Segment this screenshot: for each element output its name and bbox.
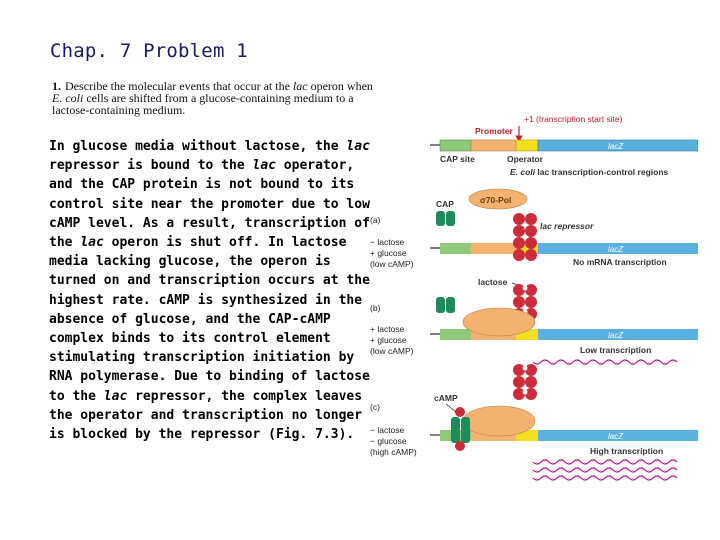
panel-c: (c) − lactose − glucose (high cAMP) cAMP…	[370, 364, 698, 481]
question-part: cells are shifted from a glucose-contain…	[52, 91, 354, 117]
lactose-label: lactose	[478, 277, 508, 287]
start-site-label: +1 (transcription start site)	[524, 114, 623, 124]
lacz-box	[538, 329, 698, 340]
panel-a-cond1: − lactose	[370, 237, 405, 247]
cap-protein	[446, 211, 455, 226]
cap-protein	[436, 297, 445, 313]
panel-b-cond3: (low cAMP)	[370, 346, 414, 356]
lacz-label: lacZ	[608, 331, 624, 340]
rna-polymerase	[462, 307, 536, 337]
promoter-label: Promoter	[475, 126, 513, 136]
promoter-box	[470, 139, 517, 152]
slide-title: Chap. 7 Problem 1	[50, 40, 248, 62]
repressor-label: lac repressor	[540, 221, 594, 231]
operator-box	[516, 243, 538, 254]
operator-box	[516, 430, 538, 441]
cap-protein	[446, 297, 455, 313]
answer-part: In glucose media without lactose, the	[49, 139, 347, 154]
panel-b: (b) + lactose + glucose (low cAMP) lacto…	[370, 277, 698, 365]
camp-pointer	[445, 403, 457, 413]
panel-a-cond3: (low cAMP)	[370, 259, 414, 269]
control-region-diagram: +1 (transcription start site) Promoter l…	[430, 114, 698, 177]
panel-b-cond1: + lactose	[370, 324, 405, 334]
regions-rest: lac transcription-control regions	[535, 167, 668, 177]
lac-repressor	[513, 213, 537, 261]
panel-c-result: High transcription	[590, 446, 663, 456]
operator-label: Operator	[507, 154, 544, 164]
panel-c-cond3: (high cAMP)	[370, 447, 417, 457]
mrna-transcript	[532, 359, 678, 365]
answer-lac: lac	[80, 235, 104, 251]
rna-polymerase	[462, 405, 536, 437]
cap-site-box	[440, 243, 471, 254]
cap-label: CAP	[436, 199, 454, 209]
cap-camp-complex	[451, 407, 470, 451]
regions-label: E. coli lac transcription-control region…	[510, 167, 669, 177]
panel-a-cond2: + glucose	[370, 248, 407, 258]
mrna-transcripts	[532, 459, 678, 481]
question-text: 1. Describe the molecular events that occ…	[52, 80, 382, 116]
panel-b-letter: (b)	[370, 303, 381, 313]
cap-site-box	[439, 139, 472, 152]
cap-site-box	[440, 329, 471, 340]
panel-b-cond2: + glucose	[370, 335, 407, 345]
question-part: Describe the molecular events that occur…	[65, 79, 293, 93]
cap-site-label: CAP site	[440, 154, 475, 164]
lacz-box	[537, 139, 698, 152]
question-part: operon when	[307, 79, 373, 93]
promoter-box	[471, 243, 516, 254]
answer-part: operon is shut off. In lactose media lac…	[49, 235, 370, 404]
operator-box	[516, 329, 538, 340]
cap-protein	[436, 211, 445, 226]
rna-polymerase	[468, 188, 528, 210]
answer-lac: lac	[346, 139, 370, 154]
question-lac: lac	[292, 79, 308, 93]
answer-lac: lac	[103, 388, 128, 404]
panel-a-result: No mRNA transcription	[573, 257, 667, 267]
answer-part: repressor, the complex leaves the operat…	[49, 388, 363, 443]
lacz-label: lacZ	[608, 432, 624, 441]
panel-c-cond2: − glucose	[370, 436, 407, 446]
panel-c-cond1: − lactose	[370, 425, 405, 435]
panel-c-letter: (c)	[370, 402, 380, 412]
lac-repressor-free	[513, 364, 537, 400]
lacz-box	[538, 243, 698, 254]
panel-b-result: Low transcription	[580, 345, 651, 355]
answer-paragraph: In glucose media without lactose, the la…	[49, 137, 379, 444]
panel-a-letter: (a)	[370, 215, 381, 225]
lacz-label: lacZ	[608, 245, 624, 254]
lacz-box	[538, 430, 698, 441]
operator-box	[515, 139, 539, 152]
answer-part: repressor is bound to the	[49, 158, 253, 174]
panel-a: (a) − lactose + glucose (low cAMP) CAP σ…	[370, 188, 698, 269]
question-ecoli: E. coli	[52, 91, 84, 105]
question-number: 1.	[52, 79, 61, 93]
camp-label: cAMP	[434, 393, 458, 403]
lac-operon-figure: +1 (transcription start site) Promoter l…	[370, 114, 698, 481]
sigma-pol-label: σ70-Pol	[480, 195, 511, 205]
lacz-label: lacZ	[608, 142, 624, 151]
regions-italic: E. coli	[510, 167, 536, 177]
answer-lac: lac	[252, 158, 276, 174]
answer-part: operator, and the CAP protein is not bou…	[49, 158, 370, 251]
